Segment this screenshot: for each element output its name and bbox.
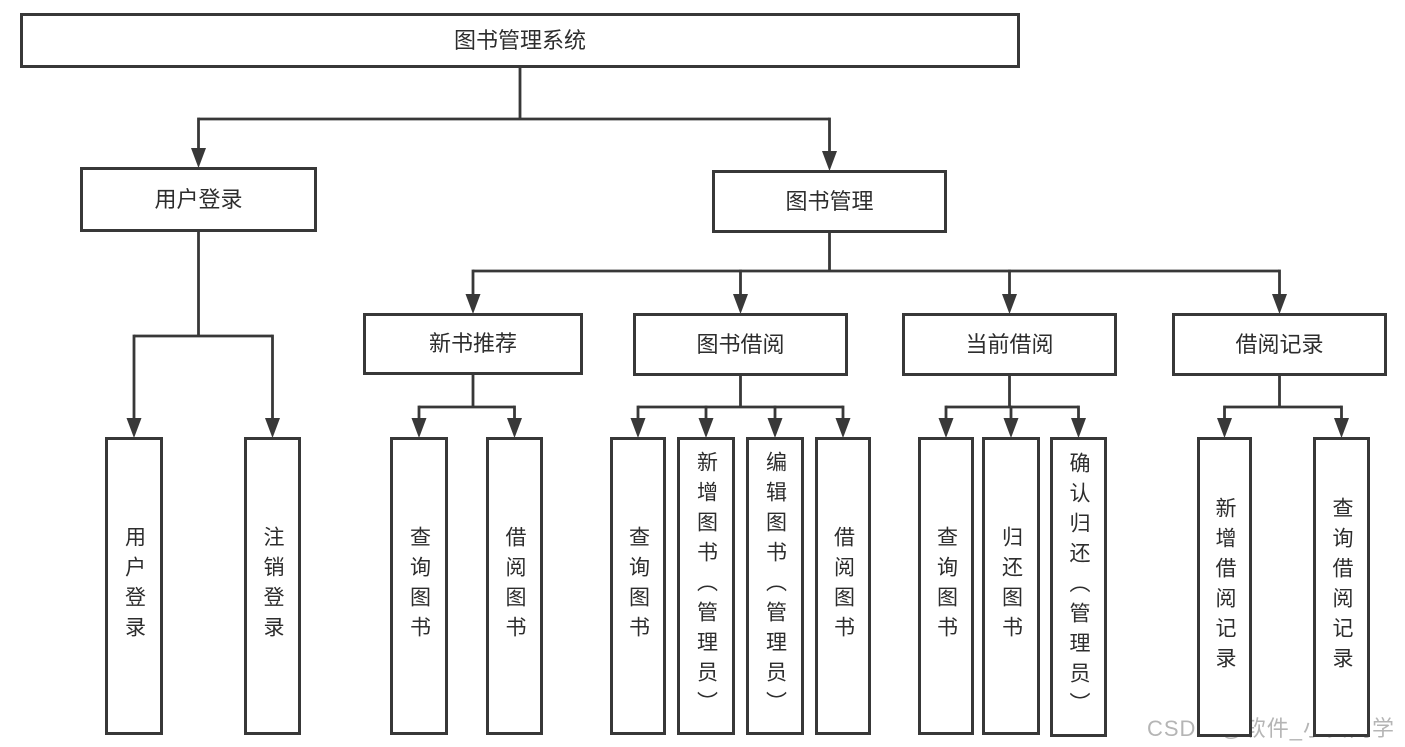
node-bb-query: 查询图书	[610, 437, 666, 735]
node-newbook: 新书推荐	[363, 313, 583, 375]
node-records: 借阅记录	[1172, 313, 1387, 376]
node-root: 图书管理系统	[20, 13, 1020, 68]
node-cb-confirm: 确认归还（管理员）	[1050, 437, 1107, 737]
node-rec-add: 新增借阅记录	[1197, 437, 1252, 737]
node-logout: 注销登录	[244, 437, 301, 735]
node-cb-return: 归还图书	[982, 437, 1040, 735]
node-borrow: 图书借阅	[633, 313, 848, 376]
node-bb-add: 新增图书（管理员）	[677, 437, 735, 735]
node-bb-borrow: 借阅图书	[815, 437, 871, 735]
node-rec-query: 查询借阅记录	[1313, 437, 1370, 737]
node-nb-query: 查询图书	[390, 437, 448, 735]
node-nb-borrow: 借阅图书	[486, 437, 543, 735]
node-user-login: 用户登录	[105, 437, 163, 735]
node-current: 当前借阅	[902, 313, 1117, 376]
node-cb-query: 查询图书	[918, 437, 974, 735]
node-bookmgmt: 图书管理	[712, 170, 947, 233]
node-login: 用户登录	[80, 167, 317, 232]
node-bb-edit: 编辑图书（管理员）	[746, 437, 804, 735]
